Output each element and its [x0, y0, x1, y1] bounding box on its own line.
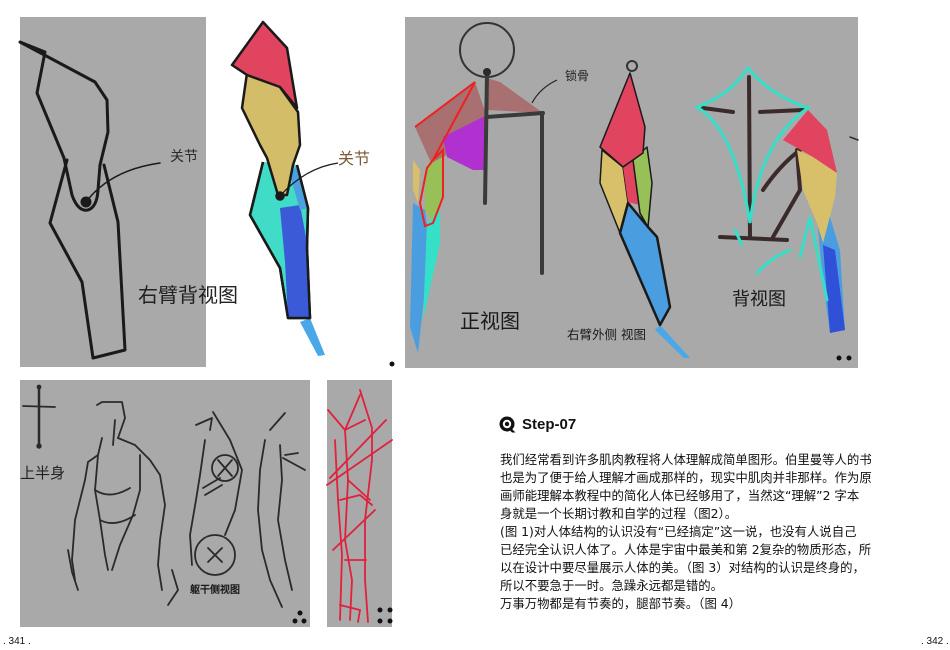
step-heading: Step-07 — [499, 415, 576, 433]
body-line: 以在设计中要尽量展示人体的美。（图 3）对结构的认识是终身的， — [500, 560, 865, 575]
clavicle-label: 锁骨 — [565, 69, 590, 83]
body-line: 画师能理解本教程中的简化人体已经够用了，当然这“理解”2 字本 — [500, 488, 860, 503]
step-q-icon — [499, 416, 516, 432]
body-line: 万事万物都是有节奏的，腿部节奏。（图 4） — [500, 596, 742, 611]
body-line: 已经完全认识人体了。人体是宇宙中最美和第 2复杂的物质形态，所 — [500, 542, 872, 557]
figure-1-marker-dot — [389, 361, 395, 367]
body-line: (图 1)对人体结构的认识没有“已经搞定”这一说，也没有人说自己 — [500, 524, 857, 539]
body-line: 我们经常看到许多肌肉教程将人体理解成简单图形。伯里曼等人的书 — [500, 452, 872, 467]
page-number-right: . 342 . — [921, 636, 949, 647]
article-body: 我们经常看到许多肌肉教程将人体理解成简单图形。伯里曼等人的书 也是为了便于给人理… — [500, 451, 880, 613]
figure-4-leg-panel — [327, 380, 392, 627]
front-view-caption: 正视图 — [460, 309, 520, 333]
right-arm-back-view-caption: 右臂背视图 — [138, 283, 238, 307]
colored-arm-joint-label: 关节 — [338, 149, 371, 168]
bone-joint-label: 关节 — [170, 149, 198, 165]
torso-side-view-caption: 躯干侧视图 — [190, 585, 240, 596]
upper-body-label: 上半身 — [20, 464, 66, 482]
step-title: Step-07 — [522, 415, 577, 433]
page-number-left: . 341 . — [3, 636, 31, 647]
figure-3-panel — [20, 380, 310, 627]
back-view-caption: 背视图 — [732, 289, 786, 310]
body-line: 也是为了便于给人理解才画成那样的，现实中肌肉并非那样。作为原 — [500, 470, 872, 485]
right-arm-side-view-caption: 右臂外侧 视图 — [567, 327, 646, 342]
colored-arm-back-view — [230, 20, 339, 356]
body-line: 身就是一个长期讨教和自学的过程（图2）。 — [500, 506, 738, 521]
figure-1-bone-panel — [20, 17, 206, 367]
body-line: 所以不要急于一时。急躁永远都是错的。 — [500, 578, 724, 593]
